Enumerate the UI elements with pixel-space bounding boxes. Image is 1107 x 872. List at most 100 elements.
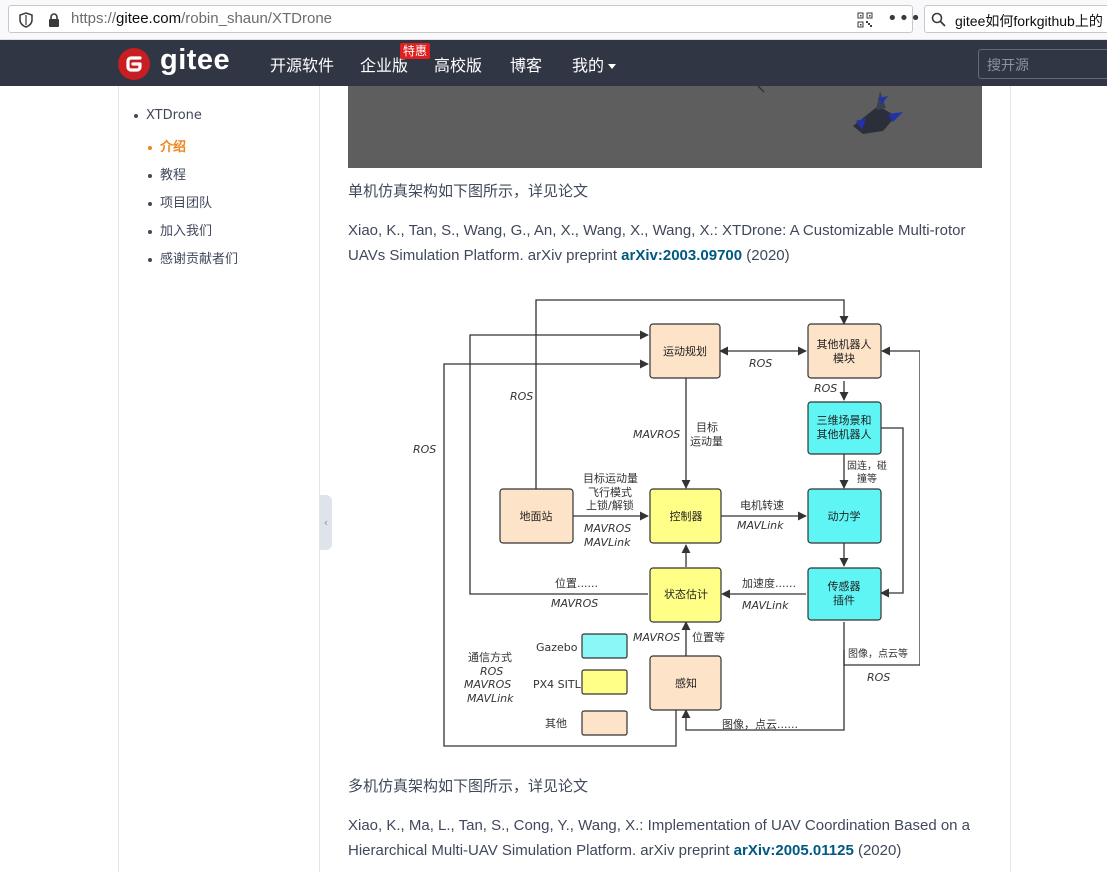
- svg-text:感知: 感知: [675, 676, 697, 690]
- svg-text:控制器: 控制器: [670, 509, 703, 523]
- svg-text:位置......: 位置......: [555, 576, 598, 590]
- node-motion-planning: [649, 323, 721, 379]
- single-sim-citation: Xiao, K., Tan, S., Wang, G., An, X., Wan…: [348, 222, 966, 264]
- single-sim-heading: 单机仿真架构如下图所示，详见论文: [348, 182, 589, 200]
- bullet-icon: [148, 229, 152, 234]
- gitee-logo-text[interactable]: gitee: [160, 44, 231, 76]
- svg-text:MAVLink: MAVLink: [584, 536, 631, 549]
- svg-text:ROS: ROS: [480, 665, 503, 678]
- svg-text:其他机器人: 其他机器人: [817, 337, 872, 351]
- multi-sim-heading: 多机仿真架构如下图所示，详见论文: [348, 777, 589, 795]
- toc-item-intro[interactable]: 介绍: [148, 136, 186, 155]
- multi-sim-citation: Xiao, K., Ma, L., Tan, S., Cong, Y., Wan…: [348, 817, 971, 859]
- svg-text:MAVLink: MAVLink: [467, 692, 514, 705]
- browser-toolbar: https://gitee.com/robin_shaun/XTDrone ••…: [0, 0, 1107, 40]
- bullet-icon: [148, 173, 152, 178]
- gitee-logo-icon[interactable]: [118, 48, 150, 80]
- toc-item-join[interactable]: 加入我们: [148, 220, 212, 239]
- legend-px4-swatch: [581, 669, 628, 695]
- toc-item-contributors[interactable]: 感谢贡献者们: [148, 248, 238, 267]
- svg-text:撞等: 撞等: [857, 472, 877, 485]
- nav-blog[interactable]: 博客: [510, 56, 543, 75]
- nav-education[interactable]: 高校版: [434, 56, 483, 75]
- svg-text:MAVROS: MAVROS: [633, 428, 680, 441]
- drone-icon: [853, 91, 903, 134]
- toc-root-xtdrone[interactable]: XTDrone: [134, 108, 202, 123]
- arxiv-link-2005[interactable]: arXiv:2005.01125: [733, 842, 854, 859]
- svg-text:模块: 模块: [833, 352, 855, 365]
- gitee-search-input[interactable]: 搜开源: [978, 49, 1107, 79]
- svg-text:ROS: ROS: [814, 382, 837, 395]
- svg-text:动力学: 动力学: [828, 509, 861, 523]
- svg-text:PX4 SITL: PX4 SITL: [533, 678, 582, 691]
- svg-text:目标运动量: 目标运动量: [583, 471, 638, 485]
- svg-text:运动量: 运动量: [690, 435, 723, 448]
- nav-mine[interactable]: 我的: [572, 52, 617, 76]
- content-frame: [118, 86, 1011, 872]
- node-state-estimation: [649, 567, 722, 623]
- toc-sidebar: XTDrone 介绍 教程 项目团队 加入我们 感谢贡献者们: [118, 86, 320, 872]
- sidebar-collapse-handle[interactable]: ‹: [320, 495, 332, 550]
- search-icon: [931, 12, 946, 27]
- nav-enterprise[interactable]: 企业版: [360, 56, 409, 75]
- svg-text:ROS: ROS: [749, 357, 772, 370]
- shield-icon[interactable]: [19, 12, 33, 28]
- node-perception: [649, 655, 722, 711]
- svg-text:MAVLink: MAVLink: [742, 599, 789, 612]
- page-actions-menu-icon[interactable]: •••: [887, 8, 922, 29]
- svg-text:ROS: ROS: [510, 390, 533, 403]
- caret-down-icon: [608, 64, 617, 69]
- svg-text:图像，点云......: 图像，点云......: [722, 718, 798, 731]
- node-dynamics: [807, 488, 882, 544]
- nav-mine-label: 我的: [572, 56, 605, 75]
- node-ground-station: [499, 488, 574, 544]
- svg-text:飞行模式: 飞行模式: [588, 486, 632, 499]
- bullet-icon: [148, 257, 152, 262]
- browser-search-box[interactable]: gitee如何forkgithub上的: [924, 5, 1107, 33]
- svg-text:MAVROS: MAVROS: [551, 597, 598, 610]
- svg-text:电机转速: 电机转速: [740, 498, 784, 512]
- svg-text:通信方式: 通信方式: [468, 650, 512, 664]
- lock-icon[interactable]: [47, 12, 61, 28]
- svg-text:位置等: 位置等: [692, 630, 725, 644]
- svg-text:MAVROS: MAVROS: [464, 678, 511, 691]
- gitee-search-placeholder: 搜开源: [987, 58, 1029, 74]
- svg-text:其他: 其他: [545, 717, 567, 730]
- browser-search-text[interactable]: gitee如何forkgithub上的: [955, 13, 1103, 29]
- gitee-navbar: gitee 开源软件 企业版 特惠 高校版 博客 我的 搜开源: [0, 40, 1107, 86]
- legend-other-swatch: [581, 710, 628, 736]
- url-text[interactable]: https://gitee.com/robin_shaun/XTDrone: [71, 10, 333, 27]
- nav-open-source[interactable]: 开源软件: [270, 56, 335, 75]
- svg-text:ROS: ROS: [867, 671, 890, 684]
- address-bar[interactable]: https://gitee.com/robin_shaun/XTDrone ••…: [8, 5, 921, 33]
- simulation-screenshot-image: [348, 86, 982, 168]
- svg-text:ROS: ROS: [413, 443, 436, 456]
- svg-text:传感器: 传感器: [828, 580, 861, 593]
- bullet-icon: [148, 145, 152, 150]
- svg-text:上锁/解锁: 上锁/解锁: [586, 498, 634, 512]
- svg-text:插件: 插件: [833, 593, 855, 607]
- toc-item-tutorial[interactable]: 教程: [148, 164, 186, 183]
- svg-text:目标: 目标: [696, 420, 718, 434]
- node-controller: [649, 488, 722, 544]
- arxiv-link-2003[interactable]: arXiv:2003.09700: [621, 247, 743, 264]
- bullet-icon: [148, 201, 152, 206]
- node-other-robots: [807, 323, 882, 379]
- svg-text:运动规划: 运动规划: [663, 344, 707, 358]
- svg-text:MAVROS: MAVROS: [633, 631, 680, 644]
- svg-text:MAVROS: MAVROS: [584, 522, 631, 535]
- svg-text:其他机器人: 其他机器人: [817, 427, 872, 441]
- svg-text:三维场景和: 三维场景和: [817, 413, 872, 427]
- svg-text:MAVLink: MAVLink: [737, 519, 784, 532]
- svg-text:地面站: 地面站: [520, 509, 553, 523]
- legend-gazebo-swatch: [581, 633, 628, 659]
- svg-text:图像，点云等: 图像，点云等: [848, 647, 908, 660]
- node-3d-scene: [807, 401, 882, 455]
- architecture-diagram: 运动规划 其他机器人 模块 三维场景和 其他机器人 地面站 控制器 动力学 状态…: [413, 299, 920, 747]
- svg-text:状态估计: 状态估计: [664, 587, 708, 601]
- svg-text:Gazebo: Gazebo: [536, 641, 578, 654]
- toc-item-team[interactable]: 项目团队: [148, 192, 212, 211]
- promo-badge: 特惠: [400, 43, 431, 59]
- qr-code-icon[interactable]: [857, 12, 873, 28]
- svg-text:加速度......: 加速度......: [742, 576, 796, 590]
